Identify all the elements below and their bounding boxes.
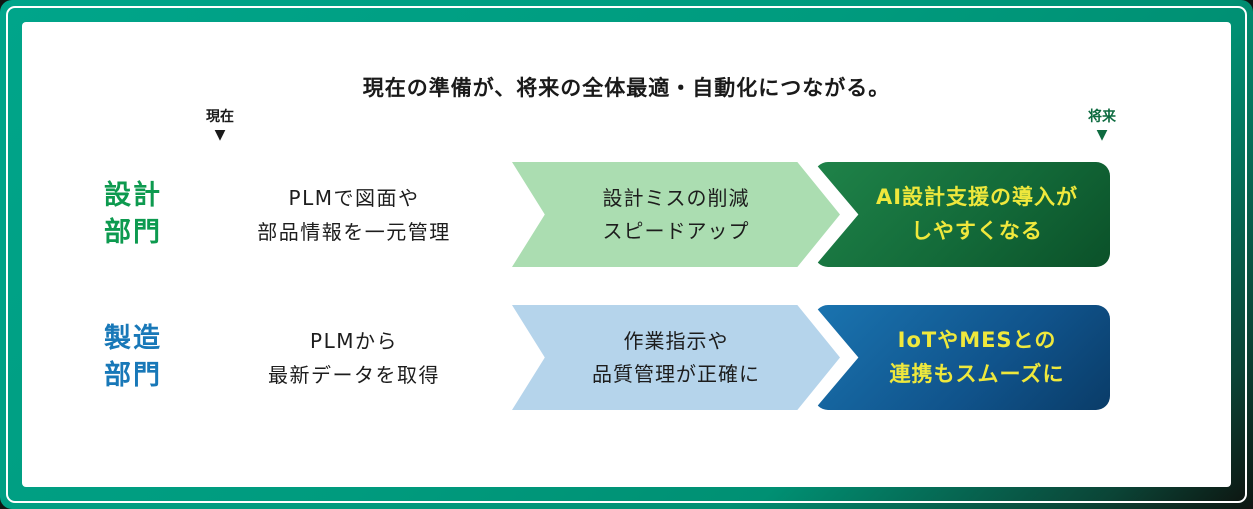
page-title: 現在の準備が、将来の全体最適・自動化につながる。 xyxy=(362,76,891,100)
present-label: 現在 xyxy=(206,109,234,125)
desc-line1: PLMで図面や xyxy=(288,185,420,210)
dept-label-design: 設計 部門 xyxy=(104,178,196,251)
row-manufacturing-department: 製造 部門 PLMから 最新データを取得 作業指示や 品質管理が正確に xyxy=(104,305,1231,410)
dept-description-manufacturing: PLMから 最新データを取得 xyxy=(196,324,512,392)
future-benefit-box-manufacturing: IoTやMESとの 連携もスムーズに xyxy=(814,305,1110,410)
benefit-arrow-manufacturing: 作業指示や 品質管理が正確に xyxy=(512,305,840,410)
card-white-hairline: 現在の準備が、将来の全体最適・自動化につながる。 現在 ▼ 将来 ▼ 設計 部門 xyxy=(6,6,1247,503)
flow-rows: 設計 部門 PLMで図面や 部品情報を一元管理 設計ミスの削減 スピードアップ xyxy=(22,162,1231,410)
arrow-text-line1: 作業指示や xyxy=(623,328,729,353)
desc-line2: 部品情報を一元管理 xyxy=(257,219,451,244)
future-benefit-box-design: AI設計支援の導入が しやすくなる xyxy=(814,162,1110,267)
card-inner-frame: 現在の準備が、将来の全体最適・自動化につながる。 現在 ▼ 将来 ▼ 設計 部門 xyxy=(8,8,1245,501)
dept-description-design: PLMで図面や 部品情報を一元管理 xyxy=(196,181,512,249)
box-text-line1: IoTやMESとの xyxy=(897,327,1057,352)
row-design-department: 設計 部門 PLMで図面や 部品情報を一元管理 設計ミスの削減 スピードアップ xyxy=(104,162,1231,267)
timeline-marker-present: 現在 ▼ xyxy=(190,109,250,144)
arrow-text-line2: 品質管理が正確に xyxy=(592,361,760,386)
timeline-marker-future: 将来 ▼ xyxy=(1072,109,1132,144)
arrow-text-line2: スピードアップ xyxy=(602,218,750,243)
present-down-triangle-icon: ▼ xyxy=(214,127,226,144)
desc-line1: PLMから xyxy=(310,328,398,353)
benefit-arrow-design: 設計ミスの削減 スピードアップ xyxy=(512,162,840,267)
future-down-triangle-icon: ▼ xyxy=(1096,127,1108,144)
box-text-line1: AI設計支援の導入が xyxy=(875,184,1079,209)
box-text-line2: しやすくなる xyxy=(911,218,1043,243)
future-label: 将来 xyxy=(1088,109,1116,125)
dept-label-line2: 部門 xyxy=(104,359,162,391)
dept-label-manufacturing: 製造 部門 xyxy=(104,321,196,394)
box-text-line2: 連携もスムーズに xyxy=(889,361,1065,386)
dept-label-line1: 製造 xyxy=(104,323,162,355)
desc-line2: 最新データを取得 xyxy=(268,362,440,387)
dept-label-line2: 部門 xyxy=(104,216,162,248)
dept-label-line1: 設計 xyxy=(104,180,162,212)
arrow-text-line1: 設計ミスの削減 xyxy=(602,185,750,210)
card-content: 現在の準備が、将来の全体最適・自動化につながる。 現在 ▼ 将来 ▼ 設計 部門 xyxy=(22,22,1231,487)
